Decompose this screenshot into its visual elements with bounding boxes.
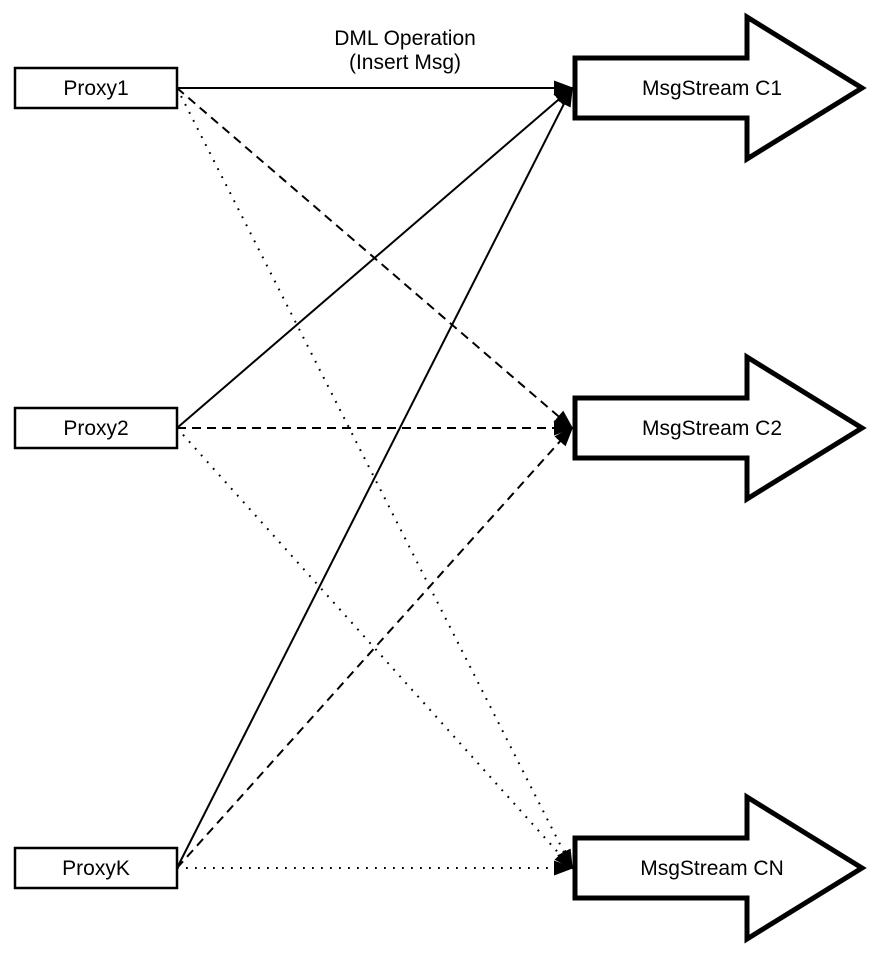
proxy2-box xyxy=(13,406,179,450)
msgstream-c1-label: MsgStream C1 xyxy=(642,77,782,100)
proxyk-label: ProxyK xyxy=(62,857,130,880)
msgstream-c2-label: MsgStream C2 xyxy=(642,417,782,440)
msgstream-c1-arrow-shape xyxy=(572,12,867,164)
node-msgstream-cn: MsgStream CN xyxy=(572,792,867,944)
node-proxy2: Proxy2 xyxy=(13,406,179,450)
edge-proxyk-to-c1 xyxy=(176,86,573,869)
proxy1-box xyxy=(13,66,179,110)
proxyk-box xyxy=(13,846,179,890)
node-msgstream-c2: MsgStream C2 xyxy=(572,352,867,504)
msgstream-cn-arrow-shape xyxy=(572,792,867,944)
node-proxy1: Proxy1 xyxy=(13,66,179,110)
node-msgstream-c1: MsgStream C1 xyxy=(572,12,867,164)
node-proxyk: ProxyK xyxy=(13,846,179,890)
proxy2-label: Proxy2 xyxy=(63,417,128,440)
dml-operation-label-line2: (Insert Msg) xyxy=(349,51,461,74)
msgstream-c2-arrow-shape xyxy=(572,352,867,504)
edge-proxy1-to-cn xyxy=(176,87,573,870)
proxy1-label: Proxy1 xyxy=(63,77,128,100)
edge-proxyk-to-c2 xyxy=(176,426,574,869)
edges-layer xyxy=(176,80,574,876)
edge-proxy2-to-c1 xyxy=(176,86,574,429)
msgstream-cn-label: MsgStream CN xyxy=(640,857,784,880)
dml-operation-label-line1: DML Operation xyxy=(334,27,476,50)
